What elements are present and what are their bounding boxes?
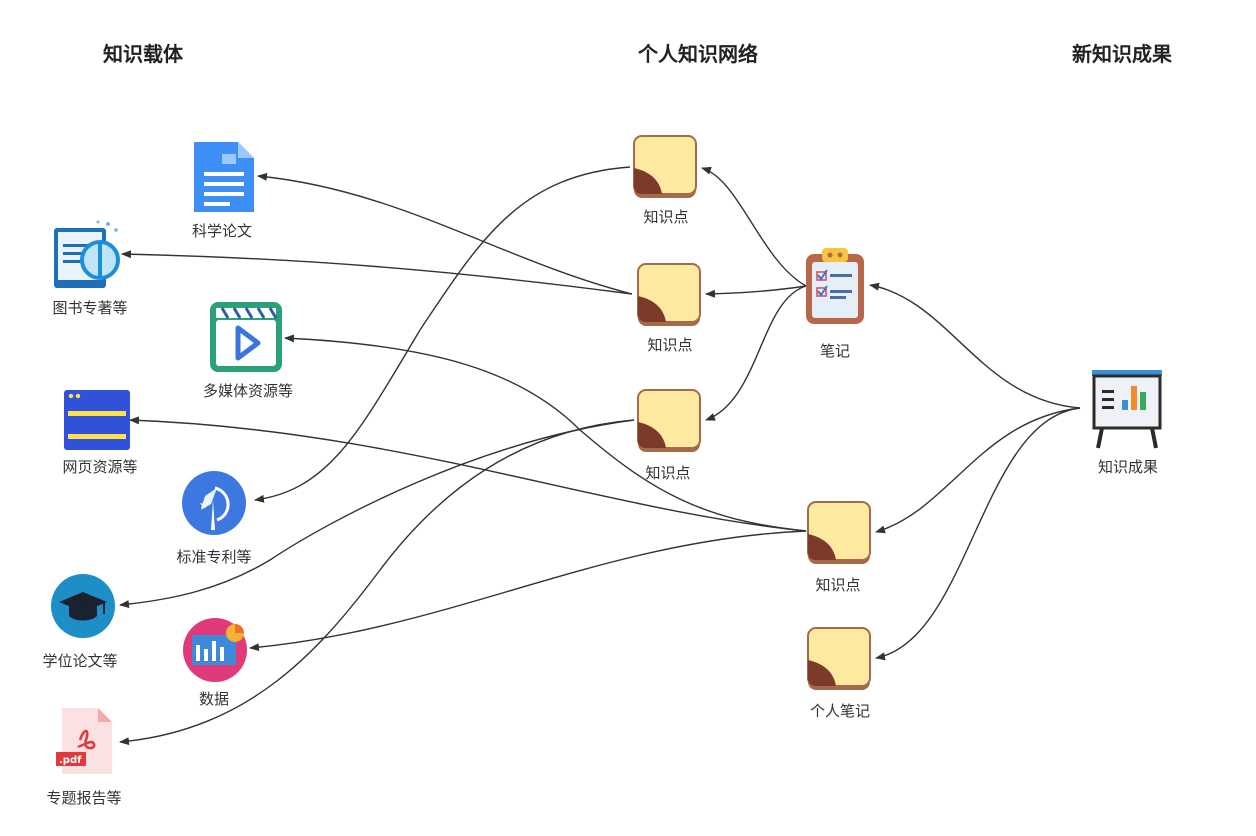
edge-kp2-books bbox=[121, 250, 633, 295]
carrier-label-thesis: 学位论文等 bbox=[42, 652, 118, 670]
sticky-note-icon bbox=[637, 263, 701, 326]
pdf-badge-text: .pdf bbox=[59, 755, 82, 766]
clipboard-checklist-icon bbox=[806, 248, 864, 324]
kp1-label: 知识点 bbox=[643, 208, 689, 226]
data-chart-icon bbox=[183, 618, 247, 682]
column-title-carriers: 知识载体 bbox=[103, 42, 183, 66]
edge-kp2-paper bbox=[257, 172, 633, 295]
carrier-label-data: 数据 bbox=[198, 690, 230, 708]
patent-badge-icon: ★ bbox=[182, 471, 246, 535]
sticky-note-icon bbox=[807, 627, 871, 690]
document-icon bbox=[194, 142, 254, 212]
book-search-icon bbox=[54, 220, 120, 288]
carrier-label-report: 专题报告等 bbox=[46, 789, 122, 807]
edge-result-notes bbox=[869, 282, 1081, 409]
edge-result-personal bbox=[875, 407, 1081, 661]
edge-notes-kp3 bbox=[705, 285, 807, 421]
edge-kp1-patent bbox=[254, 166, 631, 503]
sticky-note-icon bbox=[633, 135, 697, 198]
sticky-note-icon bbox=[637, 389, 701, 452]
edge-kp4-data bbox=[249, 530, 807, 652]
edge-kp3-thesis bbox=[119, 419, 635, 609]
column-title-network: 个人知识网络 bbox=[638, 42, 758, 66]
carrier-label-paper: 科学论文 bbox=[191, 222, 253, 240]
presentation-board-icon bbox=[1092, 370, 1162, 449]
edge-result-kp4 bbox=[875, 407, 1081, 534]
edge-kp4-media bbox=[284, 334, 807, 532]
kp2-label: 知识点 bbox=[647, 336, 693, 354]
sticky-note-icon bbox=[807, 501, 871, 564]
svg-text:★: ★ bbox=[199, 500, 208, 511]
notes-label: 笔记 bbox=[819, 342, 851, 360]
webpage-icon bbox=[64, 390, 130, 450]
kp4-label: 知识点 bbox=[815, 576, 861, 594]
edge-notes-kp2 bbox=[705, 285, 807, 298]
result-label: 知识成果 bbox=[1097, 458, 1159, 476]
edge-kp3-report bbox=[119, 419, 635, 746]
carrier-label-media: 多媒体资源等 bbox=[202, 382, 294, 400]
carrier-label-patent: 标准专利等 bbox=[176, 548, 252, 566]
edge-notes-kp1 bbox=[701, 166, 807, 287]
personal-notes-label: 个人笔记 bbox=[809, 702, 871, 720]
carrier-label-web: 网页资源等 bbox=[62, 458, 138, 476]
column-title-results: 新知识成果 bbox=[1072, 42, 1172, 66]
kp3-label: 知识点 bbox=[645, 464, 691, 482]
edge-kp4-web bbox=[129, 416, 807, 532]
pdf-file-icon: .pdf bbox=[56, 708, 112, 774]
carrier-label-books: 图书专著等 bbox=[52, 299, 128, 317]
graduation-cap-icon bbox=[51, 574, 115, 638]
video-play-icon bbox=[210, 302, 282, 372]
